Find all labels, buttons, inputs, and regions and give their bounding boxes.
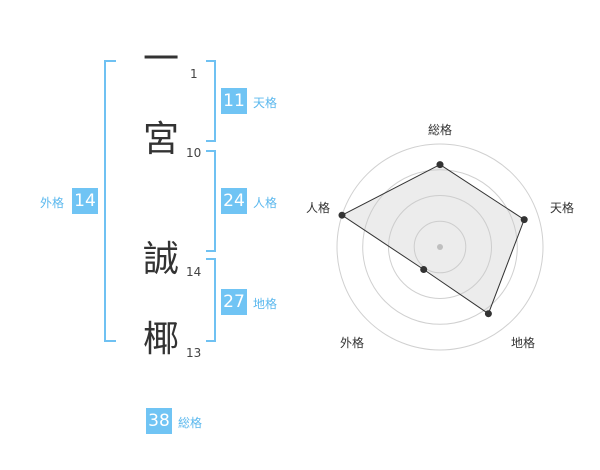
- chikaku-value-badge: 27: [221, 289, 247, 315]
- radar-center-dot: [437, 244, 443, 250]
- radar-point-5: [338, 211, 346, 219]
- radar-point-1: [436, 161, 444, 169]
- gaikaku-value-badge: 14: [72, 188, 98, 214]
- radar-axis-label-jinkaku: 人格: [306, 201, 331, 215]
- tenkaku-bracket: [206, 60, 216, 142]
- radar-point-3: [484, 310, 492, 318]
- radar-point-4: [420, 266, 428, 273]
- stroke-count-4: 13: [186, 346, 202, 360]
- chikaku-bracket: [206, 258, 216, 342]
- name-char-4: 椰: [142, 319, 179, 360]
- tenkaku-value-badge: 11: [221, 88, 247, 114]
- chikaku-label: 地格: [253, 297, 278, 311]
- soukaku-value-badge: 38: [146, 408, 172, 434]
- name-char-3: 誠: [142, 239, 179, 280]
- radar-axis-label-tenkaku: 天格: [550, 201, 575, 215]
- radar-axis-label-chikaku: 地格: [511, 336, 536, 350]
- stroke-count-1: 1: [190, 67, 198, 81]
- stroke-count-3: 14: [186, 265, 202, 279]
- gaikaku-label: 外格: [40, 196, 65, 210]
- radar-grid-ring: [362, 169, 518, 325]
- stroke-count-2: 10: [186, 146, 202, 160]
- jinkaku-value-badge: 24: [221, 188, 247, 214]
- tenkaku-label: 天格: [253, 96, 278, 110]
- radar-axis-label-soukaku: 総格: [428, 123, 453, 137]
- radar-point-2: [520, 216, 528, 224]
- jinkaku-bracket: [206, 150, 216, 252]
- radar-data-polygon: [341, 164, 525, 315]
- soukaku-label: 総格: [178, 416, 203, 430]
- radar-axis-label-gaikaku: 外格: [340, 336, 365, 350]
- radar-grid-ring: [336, 143, 544, 351]
- radar-grid-ring: [413, 220, 467, 274]
- gaikaku-bracket: [104, 60, 116, 342]
- name-char-2: 宮: [142, 119, 179, 160]
- jinkaku-label: 人格: [253, 196, 278, 210]
- radar-grid-ring: [388, 195, 492, 299]
- name-char-1: 一: [142, 39, 179, 80]
